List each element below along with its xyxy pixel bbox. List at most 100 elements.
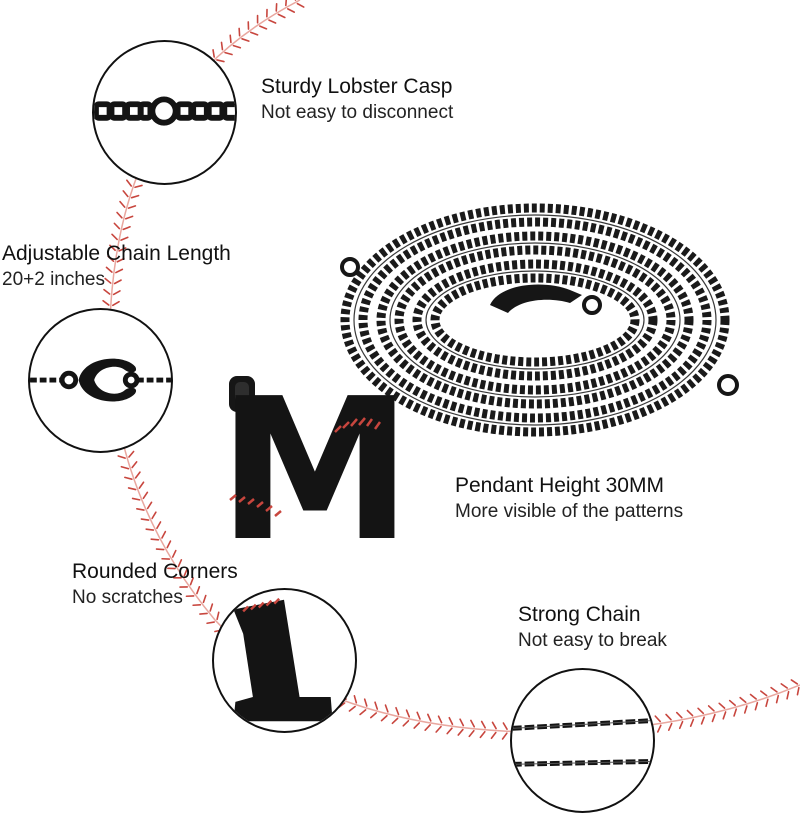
stitch-mark <box>480 720 486 729</box>
stitch-mark <box>131 461 138 469</box>
stitch-mark <box>113 222 121 230</box>
stitch-mark <box>667 722 673 731</box>
stitch-mark <box>122 226 131 231</box>
stitch-mark <box>232 44 242 49</box>
stitch-mark <box>296 2 305 8</box>
stitch-mark <box>446 727 453 735</box>
stitch-mark <box>134 184 143 189</box>
stitch-mark <box>416 711 421 720</box>
stitch-mark <box>216 59 225 63</box>
stitch-mark <box>395 706 400 716</box>
stitch-mark <box>120 465 130 470</box>
feature-chain-length: Adjustable Chain Length 20+2 inches <box>2 241 231 293</box>
stitch-mark <box>136 507 145 511</box>
stitch-mark <box>120 236 129 241</box>
stitch-mark <box>112 290 121 296</box>
stitch-mark <box>189 577 194 586</box>
stitch-mark <box>697 707 705 715</box>
stitch-mark <box>127 487 137 491</box>
stitch-mark <box>457 728 464 736</box>
stitch-mark <box>209 603 214 612</box>
stitch-mark <box>491 721 497 730</box>
stitch-mark <box>470 719 476 728</box>
stitch-mark <box>145 528 155 531</box>
stitch-mark <box>124 476 133 480</box>
feature-strong-chain: Strong Chain Not easy to break <box>518 602 667 654</box>
stitch-mark <box>124 215 134 220</box>
stitch-mark <box>775 694 780 704</box>
feature-title: Strong Chain <box>518 603 641 626</box>
stitch-mark <box>718 702 726 709</box>
stitch-mark <box>754 701 759 711</box>
stitch-mark <box>115 268 124 274</box>
stitch-mark <box>413 722 421 729</box>
feature-subtitle: Not easy to break <box>518 630 667 651</box>
stitch-mark <box>391 717 399 725</box>
stitch-mark <box>502 722 508 730</box>
stitch-mark <box>749 693 757 700</box>
stitch-mark <box>156 521 162 530</box>
stitch-mark <box>146 501 153 510</box>
feature-title: Rounded Corners <box>72 560 238 583</box>
stitch-mark <box>689 718 695 727</box>
chain-closeup-circle <box>510 668 655 813</box>
stitch-mark <box>459 718 465 727</box>
stitch-mark <box>122 190 129 198</box>
stitch-mark <box>161 530 167 539</box>
stitch-mark <box>151 511 157 520</box>
stitch-mark <box>118 247 127 252</box>
stitch-mark <box>405 709 411 718</box>
stitch-mark <box>112 300 120 307</box>
stitch-mark <box>707 705 715 712</box>
stitch-mark <box>739 696 747 704</box>
stitch-mark <box>134 471 141 479</box>
stitch-mark <box>765 698 769 708</box>
stitch-mark <box>359 709 367 716</box>
stitch-mark <box>286 8 296 13</box>
feature-title: Sturdy Lobster Casp <box>261 75 453 98</box>
stitch-mark <box>728 699 736 707</box>
stitch-mark <box>140 518 150 521</box>
stitch-mark <box>656 724 662 733</box>
stitch-mark <box>384 704 389 713</box>
stitch-mark <box>722 711 727 720</box>
feature-rounded-corners: Rounded Corners No scratches <box>72 559 238 611</box>
stitch-mark <box>138 481 145 489</box>
feature-pendant-height: Pendant Height 30MM More visible of the … <box>455 473 683 525</box>
stitch-mark <box>437 715 443 724</box>
extender-clasp-icon <box>30 358 171 402</box>
stitch-mark <box>107 255 115 262</box>
stitch-mark <box>285 0 288 7</box>
stitch-mark <box>374 701 379 710</box>
feature-subtitle: 20+2 inches <box>2 269 105 290</box>
stitch-mark <box>665 713 672 721</box>
stitch-mark <box>103 288 111 295</box>
feature-title: Adjustable Chain Length <box>2 242 231 265</box>
stitch-mark <box>435 725 442 733</box>
feature-subtitle: Not easy to disconnect <box>261 102 454 123</box>
stitch-mark <box>268 19 277 24</box>
pendant-letter: M <box>217 370 412 550</box>
stitch-mark <box>105 266 113 273</box>
stitch-mark <box>479 730 486 739</box>
stitch-mark <box>369 712 378 719</box>
stitch-mark <box>142 491 149 500</box>
feature-lobster-clasp: Sturdy Lobster Casp Not easy to disconne… <box>261 74 453 126</box>
coiled-chain-image <box>340 203 739 437</box>
stitch-mark <box>501 732 508 740</box>
stitch-mark <box>490 731 497 740</box>
stitch-mark <box>212 49 216 58</box>
corner-closeup-circle <box>212 588 357 733</box>
extender-closeup-circle <box>28 308 173 453</box>
stitch-mark <box>424 724 431 731</box>
stitch-mark <box>116 211 123 219</box>
stitch-mark <box>126 179 133 187</box>
stitch-mark <box>448 716 454 726</box>
stitch-mark <box>259 25 268 30</box>
stitch-mark <box>353 695 358 704</box>
stitch-mark <box>216 611 220 621</box>
feature-title: Pendant Height 30MM <box>455 474 664 497</box>
stitch-mark <box>117 455 126 459</box>
stitch-mark <box>119 200 126 208</box>
stitch-mark <box>171 549 177 558</box>
